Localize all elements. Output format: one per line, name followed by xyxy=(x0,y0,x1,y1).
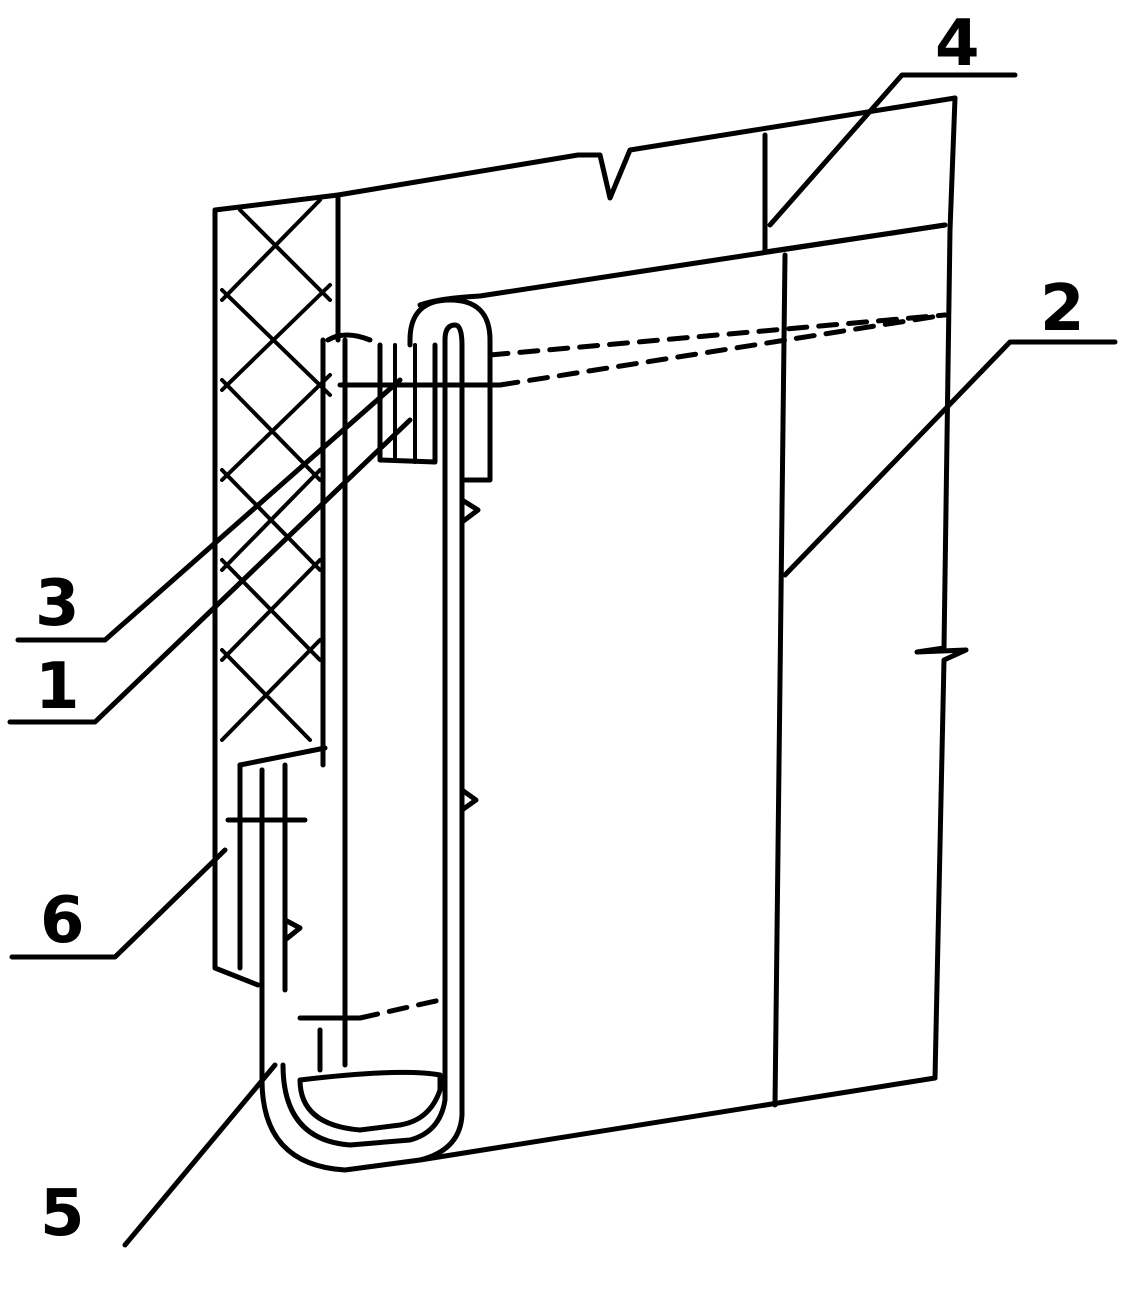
leader-3 xyxy=(15,377,403,643)
leader-4 xyxy=(767,72,1018,228)
leader-2 xyxy=(782,339,1118,578)
labels: 4 2 3 1 6 5 xyxy=(35,7,1085,1251)
top-frame xyxy=(212,95,958,255)
leader-lines xyxy=(7,72,1118,1248)
seal-block xyxy=(225,745,328,993)
leader-5 xyxy=(122,1062,278,1248)
u-profile xyxy=(259,297,948,1173)
panel xyxy=(417,222,948,1163)
right-edge xyxy=(914,227,969,1081)
leader-6 xyxy=(9,847,228,960)
label-2: 2 xyxy=(1040,272,1085,346)
label-3: 3 xyxy=(35,567,80,641)
insulated-wall xyxy=(212,192,341,988)
label-4: 4 xyxy=(935,7,980,81)
label-1: 1 xyxy=(35,650,80,724)
label-6: 6 xyxy=(40,884,85,958)
leader-1 xyxy=(7,417,413,725)
label-5: 5 xyxy=(40,1177,85,1251)
